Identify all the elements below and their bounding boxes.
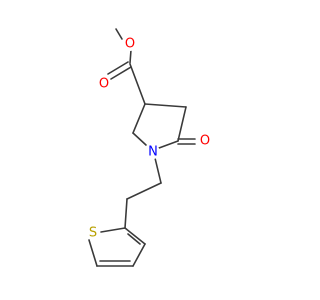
bond-s-c5 bbox=[88, 239, 98, 267]
bond-c4-c5 bbox=[177, 106, 187, 142]
atom-o-lactam: O bbox=[200, 134, 210, 149]
bond-c2c3-double bbox=[127, 233, 141, 245]
bond-c4-c3 bbox=[132, 243, 146, 267]
bond-c3-c4 bbox=[144, 103, 187, 108]
bond-ester-double-1 bbox=[107, 61, 129, 75]
bond-methyl-o bbox=[115, 28, 123, 40]
atom-bg-o-lactam bbox=[198, 134, 212, 148]
atom-o-ester-single: O bbox=[125, 37, 135, 52]
bond-c2-s bbox=[100, 227, 126, 233]
atom-bg-o-ester-carbonyl bbox=[97, 77, 111, 91]
bond-carbonyl-c3 bbox=[129, 63, 146, 105]
atom-o-ester-carbonyl: O bbox=[99, 77, 109, 92]
bond-ch2-thiophene bbox=[124, 198, 128, 229]
bonds bbox=[88, 28, 196, 267]
atom-bg-n-ring bbox=[146, 145, 160, 159]
bond-ester-double-2 bbox=[110, 66, 132, 80]
bond-c5-n bbox=[158, 140, 179, 149]
atom-labels: O O O N S bbox=[86, 37, 212, 241]
bond-n-c2 bbox=[132, 132, 147, 146]
atom-bg-o-ester-single bbox=[123, 37, 137, 51]
molecule-diagram: O O O N S bbox=[86, 28, 212, 267]
bond-ch2-ch2 bbox=[126, 182, 162, 200]
atom-bg-s-thiophene bbox=[86, 226, 100, 240]
bond-o-carbonyl-c bbox=[129, 49, 132, 64]
bond-c2-c3 bbox=[132, 103, 146, 134]
atom-n-ring: N bbox=[148, 145, 158, 160]
atom-s-thiophene: S bbox=[89, 226, 97, 241]
bond-n-ch2 bbox=[154, 157, 162, 184]
bond-c3-c2 bbox=[124, 227, 146, 245]
